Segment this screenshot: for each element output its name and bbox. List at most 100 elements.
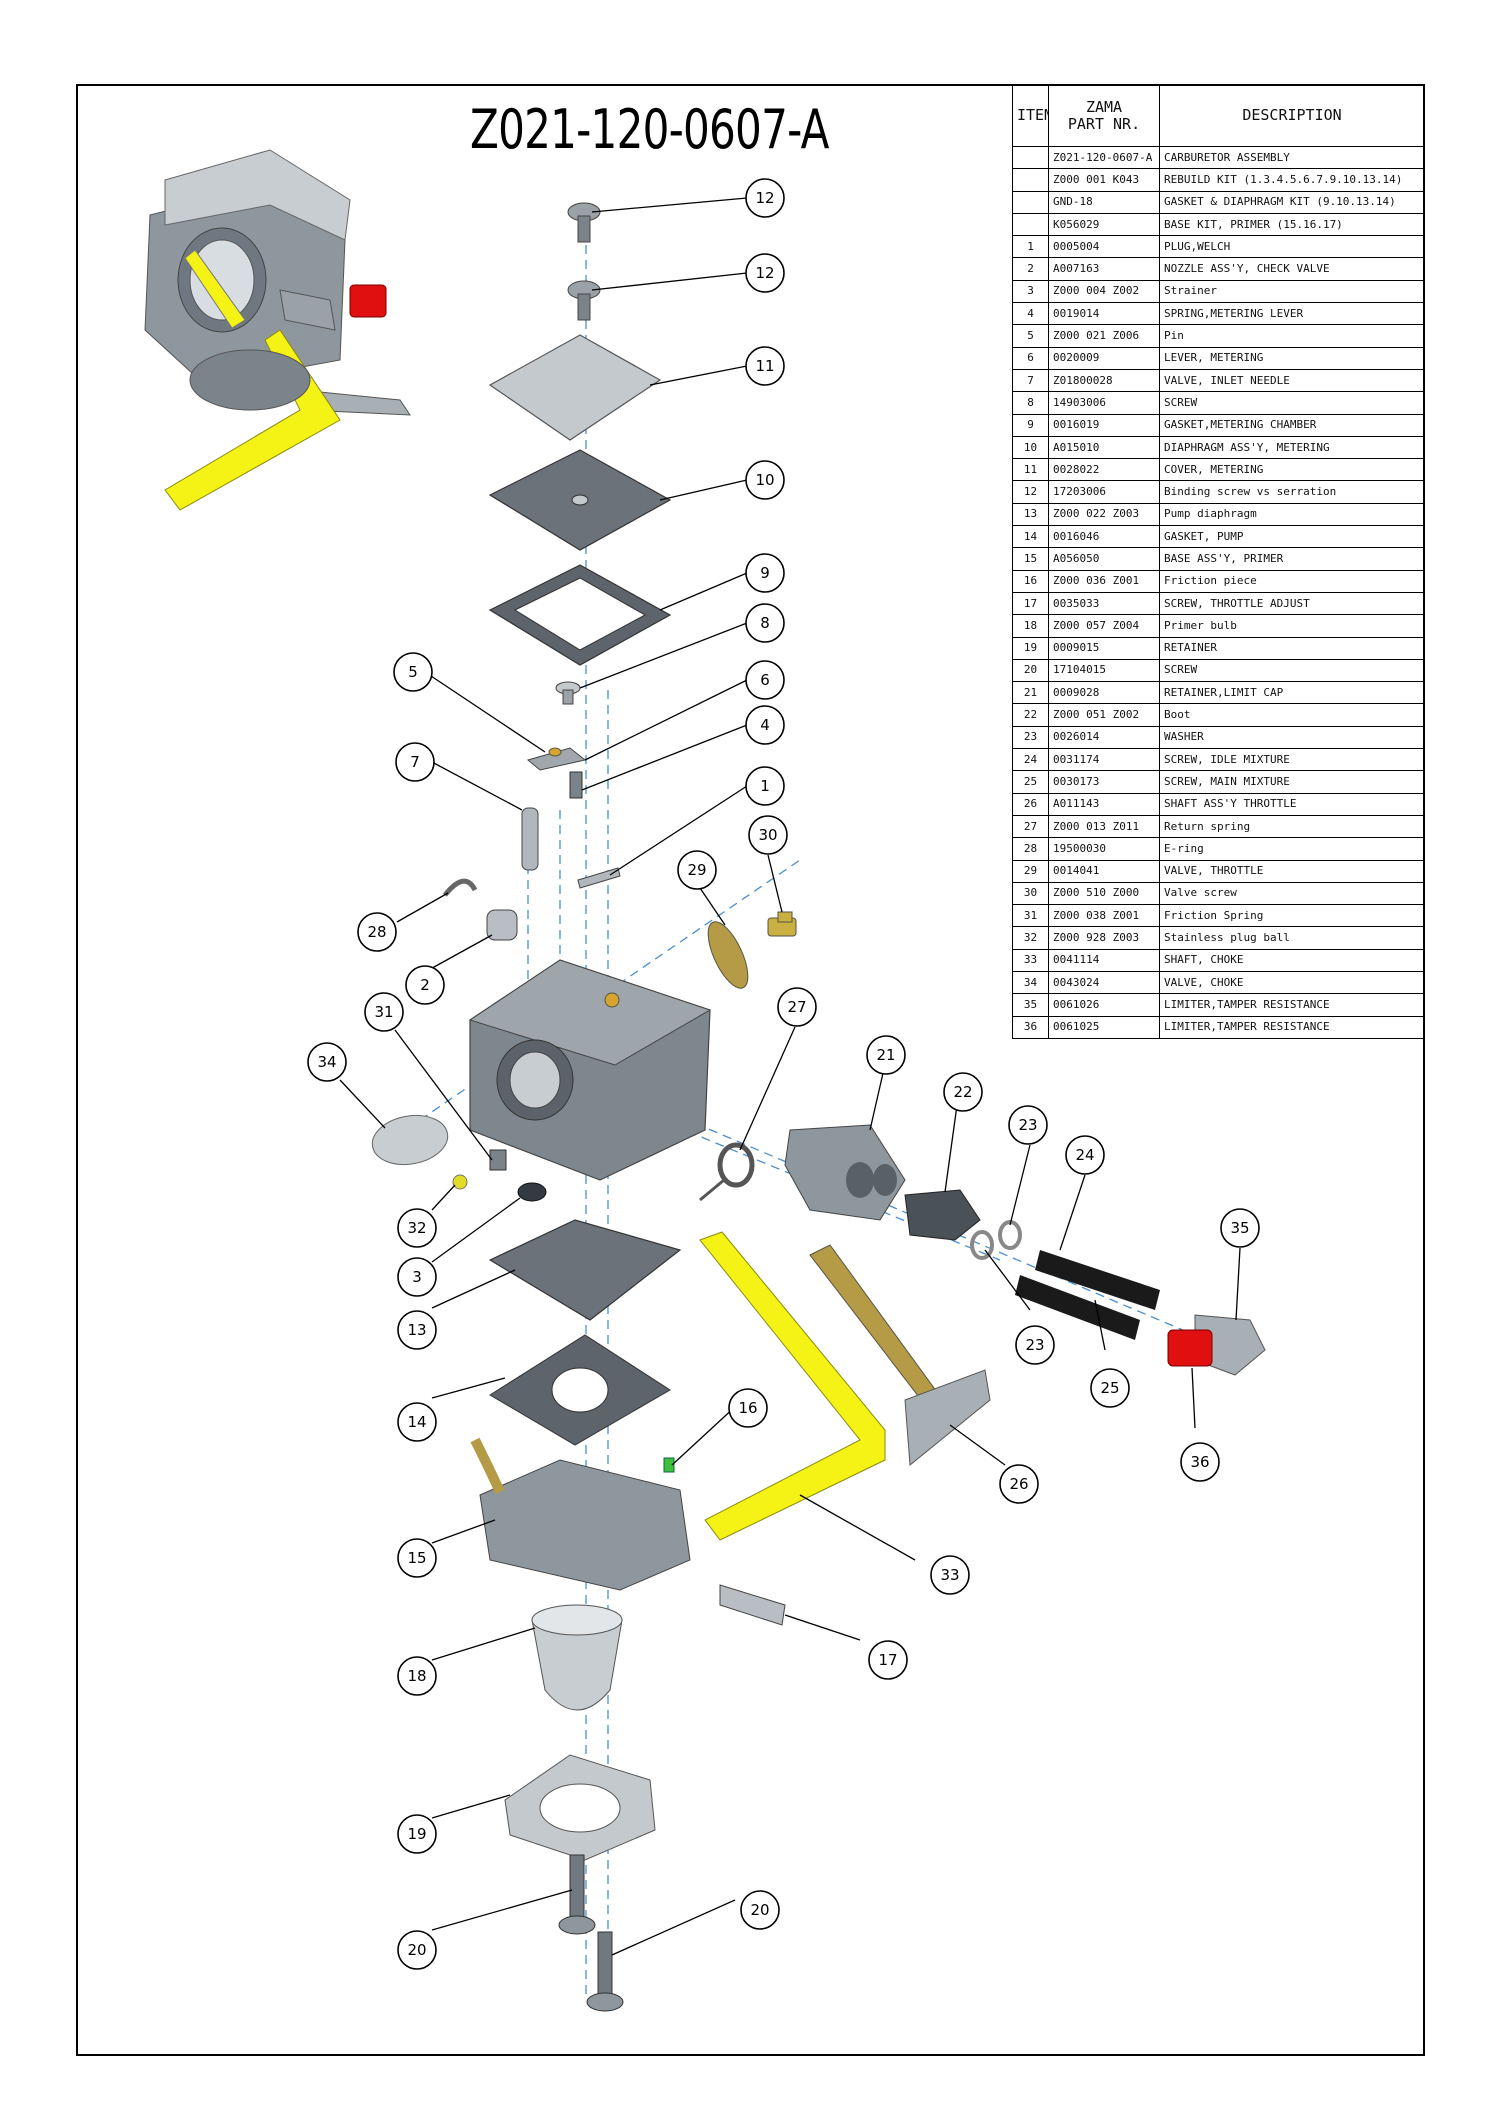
description: Primer bulb xyxy=(1159,614,1425,638)
callout-23-upper: 23 xyxy=(1008,1105,1048,1145)
callout-32: 32 xyxy=(397,1208,437,1248)
description: NOZZLE ASS'Y, CHECK VALVE xyxy=(1159,257,1425,281)
svg-text:18: 18 xyxy=(407,1667,426,1685)
part-number: 0009015 xyxy=(1048,636,1160,660)
item-number: 3 xyxy=(1012,279,1049,304)
svg-text:33: 33 xyxy=(940,1566,959,1584)
item-number: 21 xyxy=(1012,681,1049,705)
description: RETAINER xyxy=(1159,636,1425,660)
description: COVER, METERING xyxy=(1159,458,1425,482)
callout-29: 29 xyxy=(677,850,717,890)
svg-text:17: 17 xyxy=(878,1651,897,1669)
part-number: Z000 510 Z000 xyxy=(1048,881,1160,906)
metering-spring-4 xyxy=(569,771,583,799)
description: CARBURETOR ASSEMBLY xyxy=(1159,145,1425,170)
svg-text:5: 5 xyxy=(408,663,418,681)
description: VALVE, THROTTLE xyxy=(1159,859,1425,883)
part-number: 0016046 xyxy=(1048,525,1160,549)
part-number: 0026014 xyxy=(1048,725,1160,750)
item-number: 33 xyxy=(1012,948,1049,972)
svg-text:12: 12 xyxy=(755,264,774,282)
screw-20-lower xyxy=(586,1931,624,2012)
description: REBUILD KIT (1.3.4.5.6.7.9.10.13.14) xyxy=(1159,168,1425,192)
svg-text:1: 1 xyxy=(760,777,770,795)
main-mixture-screw-25 xyxy=(1015,1275,1140,1340)
item-number: 15 xyxy=(1012,547,1049,571)
callout-17: 17 xyxy=(868,1640,908,1680)
description: Valve screw xyxy=(1159,881,1425,906)
svg-text:29: 29 xyxy=(687,861,706,879)
part-number: Z000 013 Z011 xyxy=(1048,814,1160,839)
part-number: 19500030 xyxy=(1048,837,1160,861)
callout-11: 11 xyxy=(745,346,785,386)
svg-text:23: 23 xyxy=(1018,1116,1037,1134)
item-number: 18 xyxy=(1012,614,1049,638)
description: SCREW, THROTTLE ADJUST xyxy=(1159,591,1425,616)
part-number: Z000 036 Z001 xyxy=(1048,569,1160,593)
header-item: ITEM xyxy=(1012,84,1049,147)
description: SCREW xyxy=(1159,391,1425,415)
description: SHAFT, CHOKE xyxy=(1159,948,1425,972)
screw-8 xyxy=(555,681,581,705)
svg-text:28: 28 xyxy=(367,923,386,941)
primer-base-15 xyxy=(470,1437,691,1591)
callout-31: 31 xyxy=(364,992,404,1032)
svg-text:11: 11 xyxy=(755,357,774,375)
svg-text:31: 31 xyxy=(374,1003,393,1021)
description: VALVE, INLET NEEDLE xyxy=(1159,368,1425,393)
metering-cover-11 xyxy=(488,334,662,441)
part-number: 0030173 xyxy=(1048,770,1160,794)
description: LIMITER,TAMPER RESISTANCE xyxy=(1159,993,1425,1017)
screw-12-lower xyxy=(567,280,601,321)
description: Stainless plug ball xyxy=(1159,926,1425,950)
description: BASE KIT, PRIMER (15.16.17) xyxy=(1159,212,1425,237)
item-number: 13 xyxy=(1012,502,1049,527)
description: SCREW xyxy=(1159,658,1425,683)
limiter-36 xyxy=(1167,1329,1213,1367)
item-number: 8 xyxy=(1012,391,1049,415)
item-number: 4 xyxy=(1012,302,1049,326)
part-number: Z000 004 Z002 xyxy=(1048,279,1160,304)
item-number: 28 xyxy=(1012,837,1049,861)
item-number: 6 xyxy=(1012,346,1049,370)
part-number: A011143 xyxy=(1048,792,1160,816)
item-number: 9 xyxy=(1012,413,1049,437)
part-number: 0020009 xyxy=(1048,346,1160,370)
screw-20-upper xyxy=(558,1854,596,1935)
drawing-title: Z021-120-0607-A xyxy=(470,98,829,161)
description: Binding screw vs serration xyxy=(1159,480,1425,504)
part-number: 0031174 xyxy=(1048,748,1160,772)
description: GASKET,METERING CHAMBER xyxy=(1159,413,1425,437)
description: RETAINER,LIMIT CAP xyxy=(1159,681,1425,705)
callout-1: 1 xyxy=(745,766,785,806)
primer-bulb-18 xyxy=(531,1604,623,1711)
part-number: Z000 038 Z001 xyxy=(1048,904,1160,928)
assembled-carburetor-inset xyxy=(144,149,411,511)
svg-text:27: 27 xyxy=(787,998,806,1016)
part-number: 17104015 xyxy=(1048,658,1160,683)
callout-18: 18 xyxy=(397,1656,437,1696)
item-number: 7 xyxy=(1012,368,1049,393)
callout-14: 14 xyxy=(397,1402,437,1442)
part-number: 0043024 xyxy=(1048,970,1160,995)
part-number: 0041114 xyxy=(1048,948,1160,972)
description: GASKET, PUMP xyxy=(1159,525,1425,549)
part-number: A056050 xyxy=(1048,547,1160,571)
svg-text:24: 24 xyxy=(1075,1146,1094,1164)
strainer-3 xyxy=(517,1182,547,1202)
svg-text:19: 19 xyxy=(407,1825,426,1843)
part-number: 17203006 xyxy=(1048,480,1160,504)
